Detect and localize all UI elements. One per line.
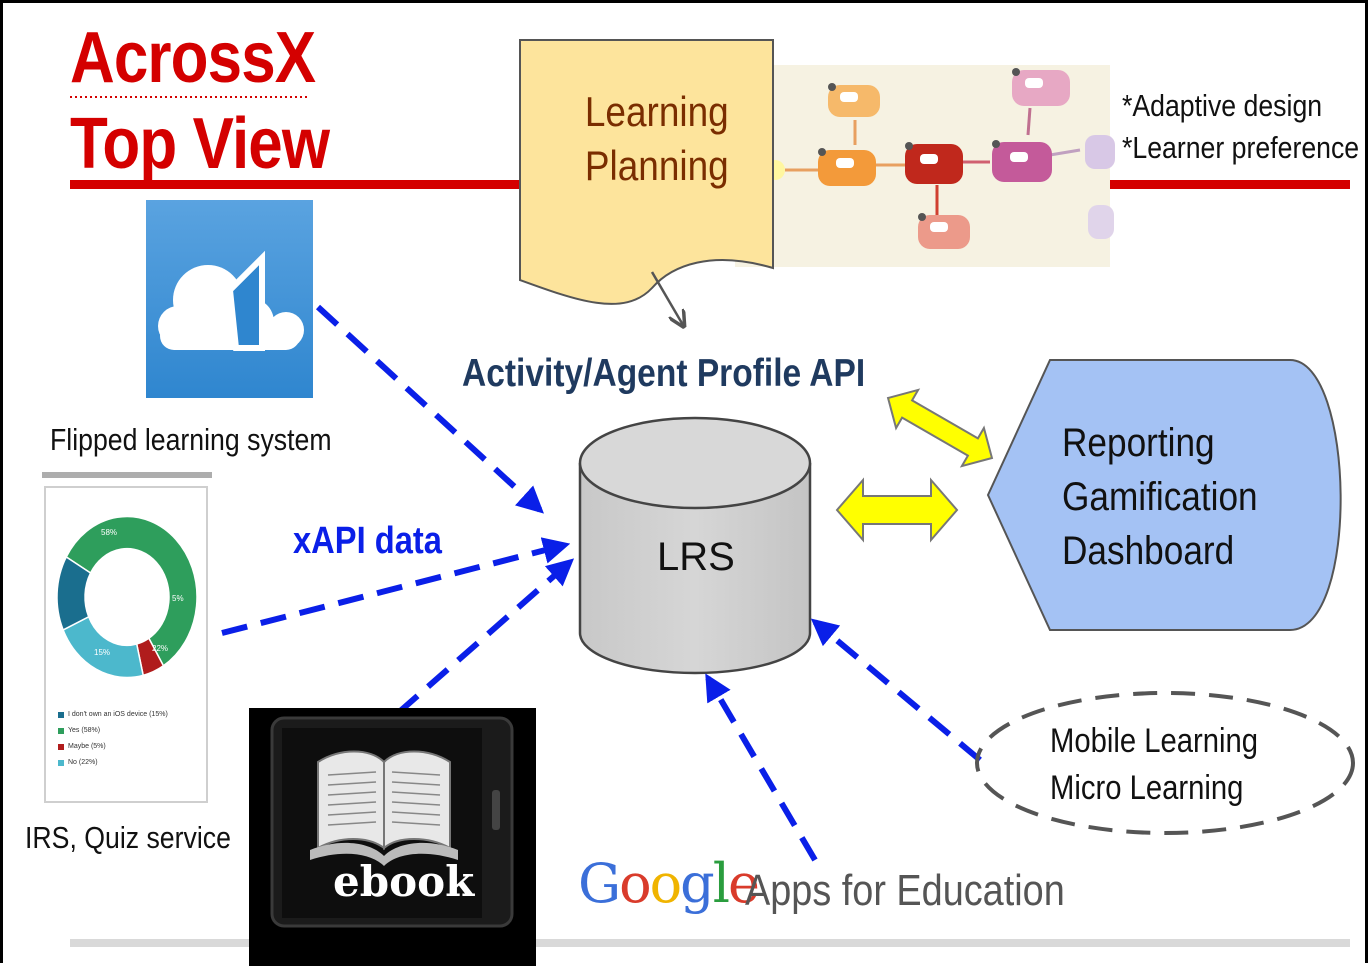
google-letter-o2: o xyxy=(649,852,682,915)
google-logo: Google xyxy=(578,852,760,915)
reporting-line-dashboard: Dashboard xyxy=(1062,529,1235,573)
xapi-data-label: xAPI data xyxy=(293,520,442,562)
planning-to-api-arrow xyxy=(650,271,683,325)
ebook-label: ebook xyxy=(333,857,475,906)
donut-label-yes: 58% xyxy=(101,528,118,537)
donut-label-no: 22% xyxy=(152,644,169,653)
bottom-rule xyxy=(70,939,1350,947)
note-adaptive-design: *Adaptive design xyxy=(1122,88,1323,123)
mobile-to-lrs-arrow xyxy=(810,618,982,763)
lrs-reporting-double-arrow xyxy=(835,477,959,543)
donut-segment-yes xyxy=(65,515,198,667)
flipped-learning-label: Flipped learning system xyxy=(50,422,332,457)
mobile-learning-line2: Micro Learning xyxy=(1050,769,1244,807)
reporting-box xyxy=(986,359,1342,631)
google-letter-l: l xyxy=(712,852,730,915)
learning-planning-line2: Planning xyxy=(584,142,729,189)
google-letter-e: e xyxy=(728,852,760,915)
donut-label-no-device: 15% xyxy=(94,648,111,657)
irs-quiz-label: IRS, Quiz service xyxy=(25,820,231,855)
google-letter-g2: g xyxy=(680,852,715,915)
google-apps-label: Apps for Education xyxy=(745,866,1065,915)
irs-to-lrs-arrow xyxy=(221,537,571,636)
title-top-view: Top View xyxy=(70,104,330,184)
reporting-line-reporting: Reporting xyxy=(1062,421,1215,465)
mobile-learning-ellipse xyxy=(975,691,1355,835)
donut-segment-no-device xyxy=(56,555,92,631)
donut-label-maybe: 5% xyxy=(172,594,184,603)
google-letter-o1: o xyxy=(619,852,651,915)
ebook-to-lrs-arrow xyxy=(396,558,575,716)
api-reporting-double-arrow xyxy=(886,388,994,468)
google-letter-g: G xyxy=(578,852,621,915)
note-learner-preference: *Learner preference xyxy=(1122,130,1360,165)
lrs-cylinder xyxy=(578,416,812,675)
google-to-lrs-arrow xyxy=(705,673,818,862)
irs-chart-card xyxy=(42,472,212,803)
flipped-to-lrs-arrow xyxy=(315,304,544,514)
learning-planning-box xyxy=(519,39,774,305)
cloud-app-icon xyxy=(146,200,313,398)
learning-planning-line1: Learning xyxy=(584,88,729,135)
reporting-line-gamification: Gamification xyxy=(1062,475,1258,519)
legend-item-yes: Yes (58%) xyxy=(68,727,101,734)
title-acrossx: AcrossX xyxy=(70,18,316,98)
legend-item-no-device: I don't own an iOS device (15%) xyxy=(68,711,168,718)
legend-item-no: No (22%) xyxy=(68,759,98,766)
lrs-label: LRS xyxy=(657,535,735,579)
mobile-learning-line1: Mobile Learning xyxy=(1050,722,1259,760)
legend-item-maybe: Maybe (5%) xyxy=(68,743,106,750)
ebook-tablet-icon xyxy=(249,708,536,966)
api-title: Activity/Agent Profile API xyxy=(462,352,866,395)
adaptive-path-image xyxy=(735,65,1115,267)
